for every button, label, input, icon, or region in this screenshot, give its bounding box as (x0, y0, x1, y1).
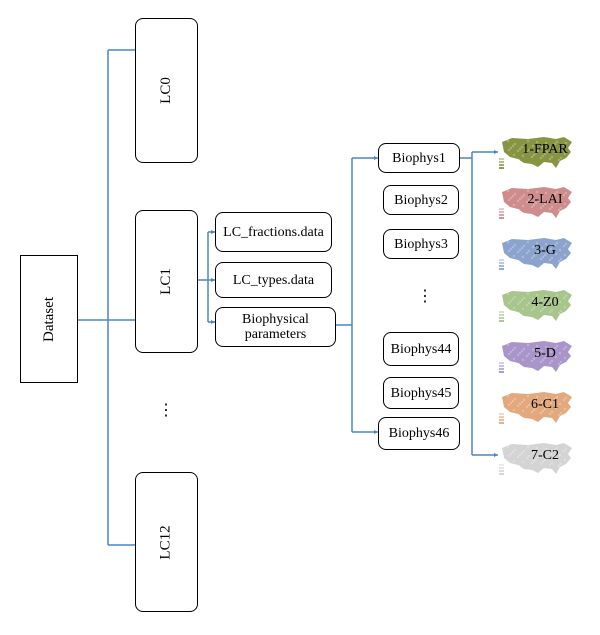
parameter-map-7: 7-C2 (498, 438, 578, 480)
parameter-label-3: 3-G (534, 243, 556, 258)
lc-types-label: LC_types.data (232, 272, 315, 288)
parameter-label-6: 6-C1 (531, 397, 559, 412)
lc-types-node: LC_types.data (215, 262, 332, 298)
us-map-icon (499, 443, 572, 475)
lc1-node: LC1 (135, 210, 198, 353)
biophys44-node: Biophys44 (383, 332, 459, 366)
us-map-icon (499, 341, 572, 373)
biophys-ellipsis: ⋮ (417, 288, 433, 305)
lc1-label: LC1 (157, 268, 174, 295)
lc12-label: LC12 (157, 524, 174, 560)
biophys2-label: Biophys2 (394, 192, 448, 208)
biophysical-parameters-node: Biophysical parameters (215, 307, 336, 347)
parameter-map-1: 1-FPAR (498, 132, 578, 174)
lc-ellipsis: ⋮ (158, 402, 174, 419)
biophys45-node: Biophys45 (383, 377, 459, 409)
parameter-map-4: 4-Z0 (498, 285, 578, 327)
parameter-label-1: 1-FPAR (522, 142, 568, 157)
lc-fractions-node: LC_fractions.data (215, 212, 332, 252)
parameter-label-5: 5-D (534, 346, 556, 361)
dataset-node: Dataset (20, 255, 78, 383)
biophys45-label: Biophys45 (390, 385, 452, 401)
us-map-icon (499, 187, 572, 219)
lc0-label: LC0 (157, 77, 174, 104)
lc-fractions-label: LC_fractions.data (223, 224, 324, 240)
biophys3-node: Biophys3 (383, 229, 459, 259)
biophys3-label: Biophys3 (394, 236, 448, 252)
us-map-icon (499, 238, 572, 270)
lc0-node: LC0 (135, 18, 198, 163)
biophys2-node: Biophys2 (383, 185, 459, 215)
parameter-label-7: 7-C2 (531, 448, 559, 463)
parameter-map-5: 5-D (498, 336, 578, 378)
us-map-icon (499, 137, 572, 169)
biophys1-label: Biophys1 (392, 150, 446, 166)
parameter-map-2: 2-LAI (498, 182, 578, 224)
biophys44-label: Biophys44 (390, 341, 452, 357)
parameter-map-6: 6-C1 (498, 387, 578, 429)
parameter-label-2: 2-LAI (527, 192, 563, 207)
parameter-map-3: 3-G (498, 233, 578, 275)
biophys46-label: Biophys46 (388, 426, 450, 441)
biophys46-node: Biophys46 (378, 417, 460, 450)
us-map-icon (499, 392, 572, 424)
us-map-icon (499, 290, 572, 322)
biophysical-parameters-label: Biophysical parameters (242, 312, 309, 342)
biophys1-node: Biophys1 (378, 143, 460, 173)
dataset-label: Dataset (40, 296, 57, 342)
parameter-label-4: 4-Z0 (531, 295, 559, 310)
lc12-node: LC12 (135, 472, 198, 612)
